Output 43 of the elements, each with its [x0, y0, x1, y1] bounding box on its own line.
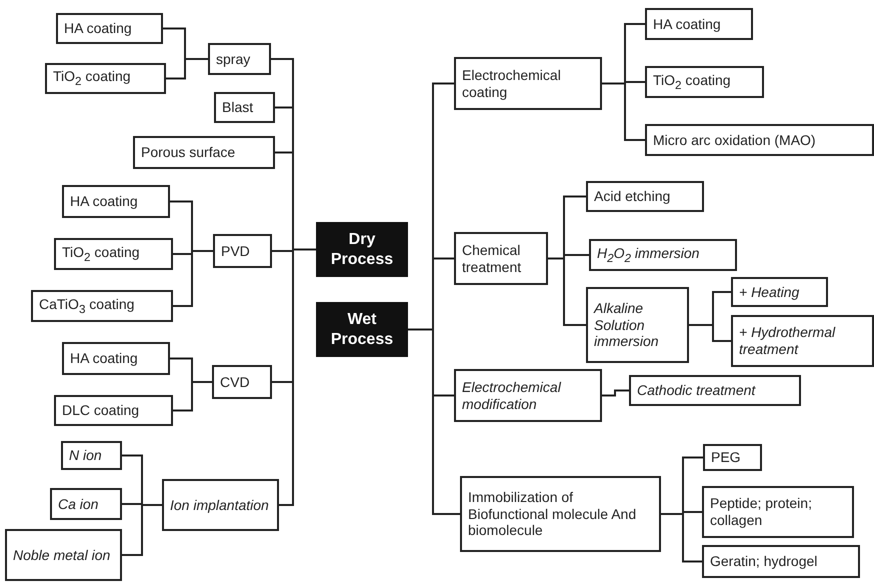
tree-connector: [122, 504, 162, 556]
tree-connector: [173, 250, 213, 307]
method-box: PEG: [703, 444, 762, 471]
process-category-box: Wet Process: [316, 302, 408, 357]
method-box: Acid etching: [586, 181, 704, 212]
method-box: CaTiO$_{3}$ coating: [31, 290, 173, 322]
method-box: Noble metal ion: [5, 529, 122, 581]
method-box: Alkaline Solution immersion: [586, 287, 689, 363]
method-box: Cathodic treatment: [629, 375, 801, 406]
method-box: N ion: [61, 441, 122, 470]
method-box: + Heating: [731, 277, 828, 307]
method-box: DLC coating: [54, 395, 173, 426]
method-box: PVD: [213, 234, 272, 268]
tree-connector: [602, 390, 629, 396]
tree-connector: [173, 381, 212, 412]
process-category-box: Dry Process: [316, 222, 408, 277]
method-box: Electrochemical modification: [454, 369, 602, 422]
method-box: + Hydrothermal treatment: [731, 315, 874, 367]
method-box: TiO$_{2}$ coating: [54, 238, 173, 270]
method-box: HA coating: [645, 8, 753, 40]
method-box: Peptide; protein; collagen: [702, 486, 854, 538]
method-box: HA coating: [62, 342, 170, 375]
method-box: HA coating: [62, 185, 170, 218]
method-box: Geratin; hydrogel: [702, 545, 860, 578]
method-box: HA coating: [56, 13, 163, 44]
tree-connector: [602, 82, 645, 141]
tree-connector: [408, 328, 460, 515]
tree-connector: [166, 58, 208, 80]
method-box: Ca ion: [50, 488, 122, 520]
method-box: Chemical treatment: [454, 232, 548, 285]
method-box: Micro arc oxidation (MAO): [645, 124, 874, 156]
tree-connector: [689, 324, 731, 342]
method-box: spray: [208, 43, 271, 75]
method-box: Electrochemical coating: [454, 57, 602, 110]
method-box: Porous surface: [133, 136, 275, 169]
method-box: Immobilization of Biofunctional molecule And biomolecule: [460, 476, 661, 552]
method-box: TiO$_{2}$ coating: [45, 63, 166, 94]
tree-connector: [661, 513, 702, 562]
method-box: Ion implantation: [162, 479, 279, 531]
method-box: CVD: [212, 365, 272, 399]
method-box: TiO$_{2}$ coating: [645, 66, 764, 98]
method-box: H$_{2}$O$_{2}$ immersion: [589, 239, 737, 271]
method-box: Blast: [214, 92, 275, 123]
